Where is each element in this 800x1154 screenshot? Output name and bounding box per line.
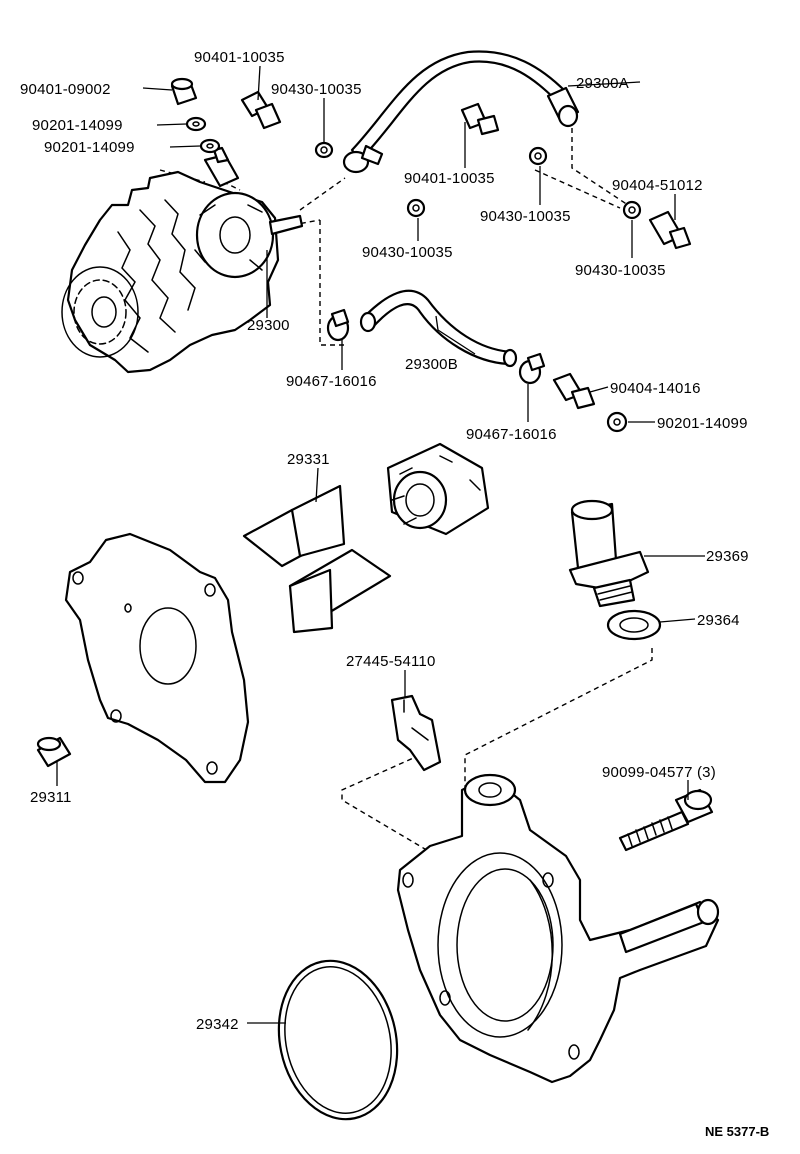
union-bolt-90401-10035-top[interactable] <box>240 90 282 130</box>
hose-clamp-90467-16016-b[interactable] <box>518 352 546 385</box>
union-90404-51012[interactable] <box>648 210 692 250</box>
alternator-vacuum-pump[interactable] <box>61 146 304 374</box>
leader-lines <box>56 65 705 1024</box>
gasket-90201-14099-c[interactable] <box>606 411 628 433</box>
label-90404-51012: 90404-51012 <box>612 177 703 194</box>
label-90201-14099-c: 90201-14099 <box>657 415 748 432</box>
label-90201-14099-b: 90201-14099 <box>44 139 135 156</box>
label-90404-14016: 90404-14016 <box>610 380 701 397</box>
label-90201-14099-a: 90201-14099 <box>32 117 123 134</box>
gasket-90201-14099-b[interactable] <box>199 138 221 154</box>
label-29300A: 29300A <box>576 75 629 92</box>
label-29369: 29369 <box>706 548 749 565</box>
gasket-90430-10035-c[interactable] <box>406 198 426 218</box>
o-ring-29342[interactable] <box>265 950 412 1131</box>
label-90099-04577: 90099-04577 (3) <box>602 764 716 781</box>
label-90430-10035-b: 90430-10035 <box>480 208 571 225</box>
diagram-reference-code: NE 5377-B <box>705 1124 769 1139</box>
gasket-90430-10035-a[interactable] <box>314 141 334 159</box>
banjo-bolt-90401-09002[interactable] <box>170 77 198 106</box>
gasket-90430-10035-b[interactable] <box>528 146 548 166</box>
label-29331: 29331 <box>287 451 330 468</box>
washer-29364[interactable] <box>606 609 662 641</box>
vacuum-hose-29300A[interactable] <box>342 50 580 174</box>
label-90401-10035-top: 90401-10035 <box>194 49 285 66</box>
pump-rotor[interactable] <box>386 442 490 536</box>
pump-housing-plate[interactable] <box>64 532 250 784</box>
gasket-90430-10035-d[interactable] <box>622 200 642 220</box>
label-90430-10035-a: 90430-10035 <box>271 81 362 98</box>
label-29311: 29311 <box>30 789 72 806</box>
bolt-90099-04577[interactable] <box>618 788 714 852</box>
part-labels: 90401-10035 90401-09002 90430-10035 2930… <box>20 49 769 1139</box>
gasket-90201-14099-a[interactable] <box>185 116 207 132</box>
dowel-pin-29311[interactable] <box>36 736 72 768</box>
label-90467-16016-b: 90467-16016 <box>466 426 557 443</box>
pump-body[interactable] <box>396 773 720 1084</box>
label-90430-10035-c: 90430-10035 <box>362 244 453 261</box>
label-29342: 29342 <box>196 1016 239 1033</box>
label-90401-09002: 90401-09002 <box>20 81 111 98</box>
check-valve-29369[interactable] <box>568 499 650 608</box>
union-bolt-90401-10035-mid[interactable] <box>460 102 500 136</box>
label-90430-10035-d: 90430-10035 <box>575 262 666 279</box>
label-90401-10035-mid: 90401-10035 <box>404 170 495 187</box>
label-27445-54110: 27445-54110 <box>346 653 436 670</box>
union-90404-14016[interactable] <box>552 372 596 410</box>
pump-vanes-29331[interactable] <box>242 484 392 634</box>
vacuum-hose-29300B[interactable] <box>359 289 518 368</box>
hose-clamp-90467-16016-a[interactable] <box>326 308 350 342</box>
label-29300: 29300 <box>247 317 290 334</box>
label-29300B: 29300B <box>405 356 458 373</box>
label-29364: 29364 <box>697 612 740 629</box>
bracket-27445-54110[interactable] <box>390 694 442 772</box>
label-90467-16016-a: 90467-16016 <box>286 373 377 390</box>
